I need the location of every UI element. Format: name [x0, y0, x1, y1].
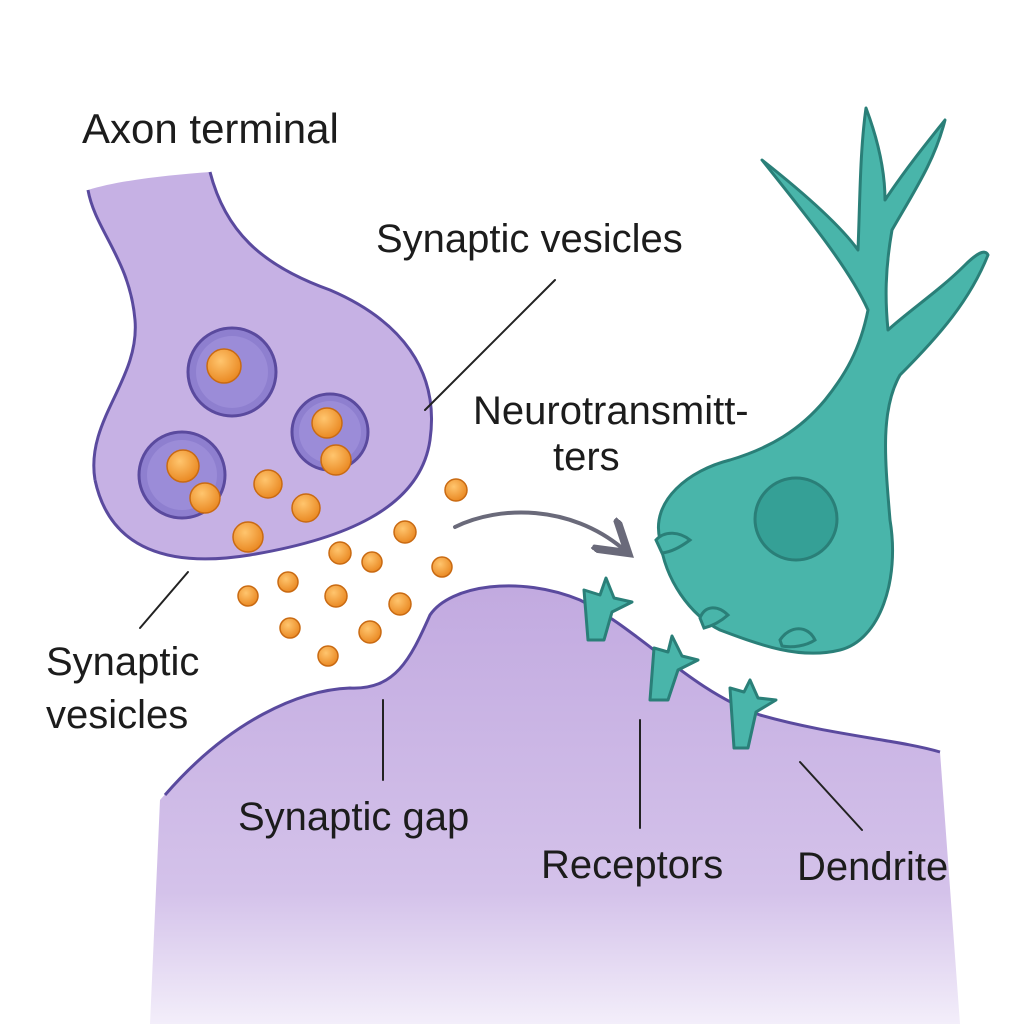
neurotransmitter — [324, 584, 348, 608]
receptor — [648, 634, 700, 702]
leader-synaptic-vesicles-left — [139, 571, 189, 629]
neurotransmitter — [393, 520, 417, 544]
receptor — [582, 576, 634, 642]
label-synaptic-vesicles-top: Synaptic vesicles — [376, 217, 683, 261]
label-synaptic-vesicles-left-line1: Synaptic — [46, 640, 199, 684]
leader-dendrite — [799, 761, 863, 831]
neurotransmitter — [388, 592, 412, 616]
leader-synaptic-vesicles-top — [424, 279, 556, 411]
vesicle-1 — [186, 326, 278, 418]
nucleus — [753, 476, 839, 562]
label-neurotransmitters-line2: ters — [553, 435, 620, 479]
neurotransmitter — [291, 493, 321, 523]
receptors — [582, 576, 778, 750]
label-synaptic-gap: Synaptic gap — [238, 795, 469, 839]
neurotransmitter — [232, 521, 264, 553]
label-synaptic-vesicles-left-line2: vesicles — [46, 693, 188, 737]
label-neurotransmitters-line1: Neurotransmitt- — [473, 389, 749, 433]
neurotransmitter — [328, 541, 352, 565]
axon-outline-left — [86, 189, 137, 481]
diffusion-arrow — [453, 510, 622, 548]
dendrite-outline — [163, 584, 941, 796]
label-dendrite: Dendrite — [797, 845, 948, 889]
vesicle-2 — [137, 430, 227, 520]
receptor — [728, 678, 778, 750]
label-receptors: Receptors — [541, 843, 723, 887]
neurotransmitter — [358, 620, 382, 644]
neurotransmitter — [431, 556, 453, 578]
axon-outline-right — [93, 171, 433, 561]
neurotransmitter — [237, 585, 259, 607]
label-axon-terminal: Axon terminal — [82, 105, 339, 152]
neurotransmitters — [232, 469, 468, 667]
receiving-neuron — [657, 106, 990, 655]
neurotransmitter — [361, 551, 383, 573]
neurotransmitter — [253, 469, 283, 499]
neurotransmitter — [277, 571, 299, 593]
neurotransmitter — [279, 617, 301, 639]
neuron-bumps — [654, 531, 817, 649]
neurotransmitter — [317, 645, 339, 667]
dendrite-membrane — [150, 585, 960, 1024]
vesicle-3 — [290, 392, 370, 476]
neurotransmitter — [444, 478, 468, 502]
